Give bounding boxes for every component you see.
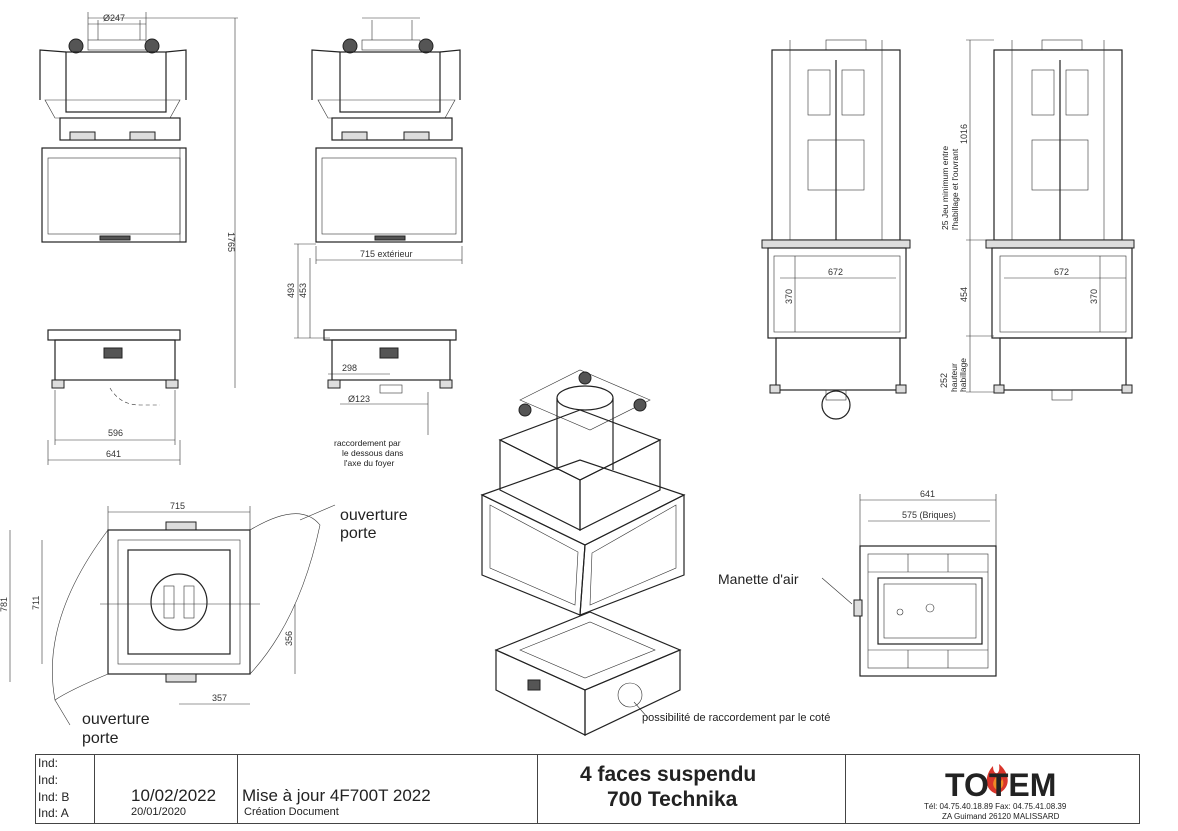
side-view-right: 672 370 1016 454 252 25 Jeu minimum entr… bbox=[939, 39, 1135, 401]
ouverture-porte-bottom-line1: ouverture bbox=[82, 711, 150, 728]
totem-logo: TOTEM bbox=[945, 764, 1056, 802]
dim-715-exterieur: 715 extérieur bbox=[360, 249, 413, 259]
front-view-right: 715 extérieur 493 453 298 Ø123 raccordem… bbox=[286, 17, 463, 468]
dim-1016: 1016 bbox=[959, 124, 969, 144]
dim-575: 575 (Briques) bbox=[902, 510, 956, 520]
dim-715: 715 bbox=[170, 501, 185, 511]
revision-b-description: Mise à jour 4F700T 2022 bbox=[242, 786, 431, 805]
hauteur-habillage-line2: habillage bbox=[958, 358, 968, 392]
brand-name: TOTEM bbox=[945, 767, 1056, 802]
revision-b-date: 10/02/2022 bbox=[131, 786, 217, 805]
dim-370-left: 370 bbox=[784, 289, 794, 304]
contact-phone-fax: Tél: 04.75.40.18.89 Fax: 04.75.41.08.39 bbox=[924, 802, 1067, 811]
ouverture-porte-bottom-line2: porte bbox=[82, 730, 119, 747]
jeu-minimum-line2: l'habillage et l'ouvrant bbox=[950, 148, 960, 230]
dim-596: 596 bbox=[108, 428, 123, 438]
raccord-cote-label: possibilité de raccordement par le coté bbox=[642, 712, 830, 724]
dim-d123: Ø123 bbox=[348, 394, 370, 404]
dim-356: 356 bbox=[284, 631, 294, 646]
ouverture-porte-top-line1: ouverture bbox=[340, 507, 408, 524]
raccord-dessous-line1: raccordement par bbox=[334, 438, 401, 448]
dim-641-b: 641 bbox=[920, 489, 935, 499]
dim-d247: Ø247 bbox=[103, 13, 125, 23]
product-column bbox=[538, 754, 846, 824]
isometric-view: possibilité de raccordement par le coté bbox=[480, 369, 830, 736]
description-column bbox=[238, 754, 538, 824]
product-title-line1: 4 faces suspendu bbox=[580, 763, 757, 786]
contact-address: ZA Guimand 26120 MALISSARD bbox=[942, 812, 1060, 821]
revision-ind-1: Ind: bbox=[38, 756, 59, 770]
dim-781: 781 bbox=[0, 597, 9, 612]
ouverture-porte-top-line2: porte bbox=[340, 525, 377, 542]
revision-ind-a: Ind: A bbox=[38, 806, 69, 820]
dim-641: 641 bbox=[106, 449, 121, 459]
title-block: Ind: Ind: Ind: B Ind: A 10/02/2022 20/01… bbox=[0, 752, 1178, 831]
side-view-left: 672 370 bbox=[761, 39, 911, 420]
front-view-manette: 641 575 (Briques) Manette d'air bbox=[718, 489, 997, 677]
jeu-minimum-line1: 25 Jeu minimum entre bbox=[940, 146, 950, 230]
dim-672-left: 672 bbox=[828, 267, 843, 277]
revision-ind-2: Ind: bbox=[38, 773, 59, 787]
dim-672-right: 672 bbox=[1054, 267, 1069, 277]
dim-1765: 1765 bbox=[226, 232, 236, 252]
raccord-dessous-line2: le dessous dans bbox=[342, 448, 403, 458]
date-column bbox=[95, 754, 238, 824]
dim-252: 252 bbox=[939, 373, 949, 388]
dim-298: 298 bbox=[342, 363, 357, 373]
technical-drawing: 1765 Ø247 596 641 715 extérieur bbox=[0, 12, 1135, 747]
dim-370-right: 370 bbox=[1089, 289, 1099, 304]
dim-711: 711 bbox=[31, 596, 41, 610]
hauteur-habillage-line1: hauteur bbox=[949, 363, 959, 392]
dim-493: 493 bbox=[286, 283, 296, 298]
title-block-frame bbox=[35, 754, 1140, 824]
product-title-line2: 700 Technika bbox=[607, 788, 738, 811]
dim-454: 454 bbox=[959, 287, 969, 302]
front-view-left: 1765 Ø247 596 641 bbox=[39, 12, 238, 465]
raccord-dessous-line3: l'axe du foyer bbox=[344, 458, 394, 468]
manette-air-label: Manette d'air bbox=[718, 571, 799, 587]
revision-a-description: Création Document bbox=[244, 806, 339, 818]
revision-column bbox=[35, 754, 95, 824]
dim-357: 357 bbox=[212, 693, 227, 703]
revision-a-date: 20/01/2020 bbox=[131, 806, 187, 818]
dim-453: 453 bbox=[298, 283, 308, 298]
revision-ind-b: Ind: B bbox=[38, 790, 70, 804]
top-view: 715 781 711 356 357 ouverture porte ouve… bbox=[0, 501, 408, 747]
